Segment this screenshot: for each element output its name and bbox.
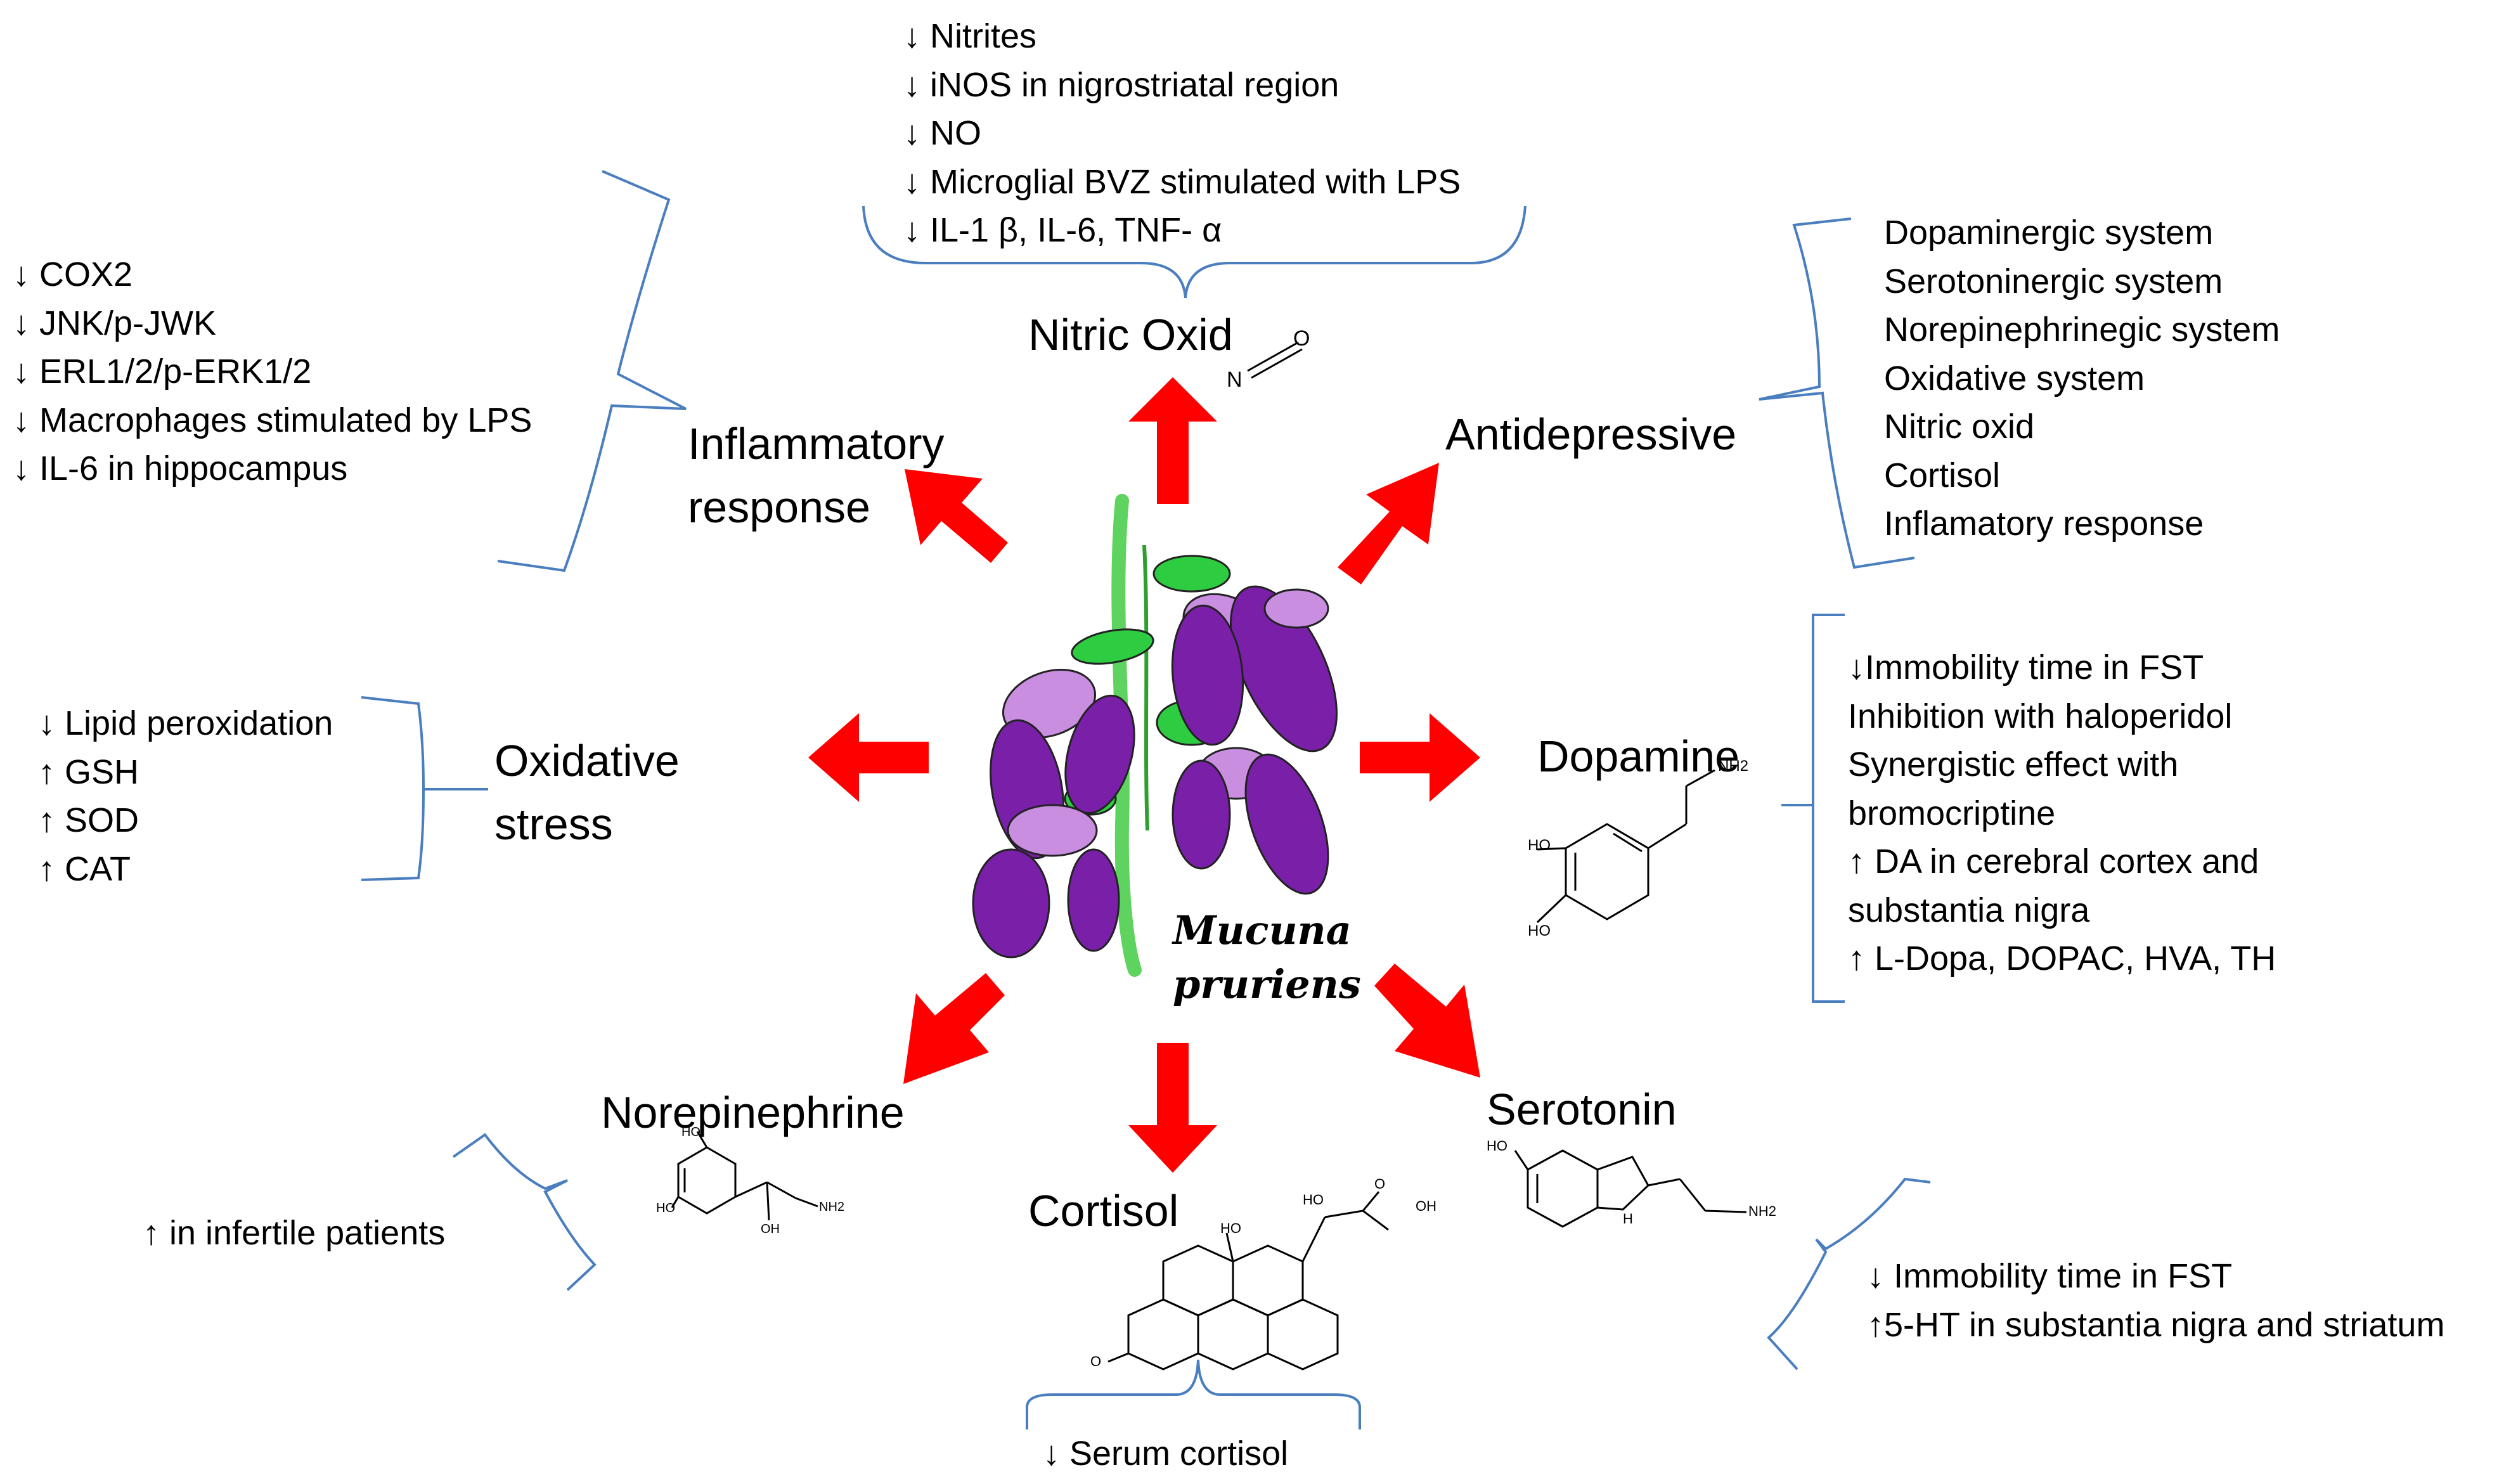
arrow-dopamine <box>1360 713 1480 802</box>
list-item: ↑ in infertile patients <box>143 1214 446 1252</box>
list-item: ↓ IL-6 in hippocampus <box>13 449 348 487</box>
list-item: Inhibition with haloperidol <box>1848 697 2233 735</box>
arrow-norepinephrine <box>903 973 1005 1084</box>
no-molecule-bonds <box>1247 341 1303 379</box>
norepinephrine-title: Norepinephrine <box>601 1088 905 1137</box>
brackets <box>361 170 1931 1429</box>
arrow-serotonin <box>1374 964 1480 1078</box>
oxidative-title-line2: stress <box>494 799 613 849</box>
list-item: Dopaminergic system <box>1884 214 2214 252</box>
list-item: ↓ Immobility time in FST <box>1867 1257 2233 1295</box>
inflammatory-title-line2: response <box>688 482 870 532</box>
antidepressive-title: Antidepressive <box>1445 410 1737 459</box>
list-item: Inflamatory response <box>1884 505 2204 543</box>
species-name-line1: Mucuna <box>1173 907 1352 953</box>
list-item: Cortisol <box>1884 456 2001 494</box>
list-item: Norepinephrinegic system <box>1884 311 2280 349</box>
norepinephrine-structure <box>671 1131 818 1221</box>
arrow-nitric <box>1128 377 1217 504</box>
list-item: ↓ Serum cortisol <box>1043 1435 1289 1473</box>
list-item: Synergistic effect with <box>1848 745 2179 784</box>
list-item: ↓ JNK/p-JWK <box>13 304 217 342</box>
list-item: Nitric oxid <box>1884 408 2035 446</box>
cortisol-effects: ↓ Serum cortisol <box>1043 1429 1288 1478</box>
cortisol-o-label-1: O <box>1374 1176 1386 1192</box>
species-name-line2: pruriens <box>1173 961 1361 1007</box>
bracket-oxidative <box>361 696 488 881</box>
no-nitrogen-atom: N <box>1227 368 1243 392</box>
norepinephrine-oh-label: OH <box>761 1222 780 1236</box>
list-item: ↓Immobility time in FST <box>1848 648 2204 687</box>
bracket-dopamine <box>1781 614 1845 1003</box>
serotonin-title: Serotonin <box>1487 1085 1677 1134</box>
arrow-oxidative <box>808 713 929 802</box>
bracket-antidepressive <box>1759 217 1915 569</box>
list-item: Serotoninergic system <box>1884 262 2223 300</box>
list-item: ↑ L-Dopa, DOPAC, HVA, TH <box>1848 939 2276 978</box>
list-item: ↑5-HT in substantia nigra and striatum <box>1867 1305 2445 1344</box>
list-item: bromocriptine <box>1848 794 2056 832</box>
list-item: ↓ Macrophages stimulated by LPS <box>13 401 533 439</box>
cortisol-ho-label-1: HO <box>1220 1220 1241 1236</box>
list-item: ↑ DA in cerebral cortex and <box>1848 842 2259 881</box>
bracket-nitric <box>862 205 1527 299</box>
list-item: ↑ GSH <box>38 752 139 791</box>
serotonin-effects: ↓ Immobility time in FST ↑5-HT in substa… <box>1867 1252 2444 1349</box>
serotonin-ho-label: HO <box>1487 1138 1507 1154</box>
list-item: ↓ NO <box>903 114 982 152</box>
oxidative-effects: ↓ Lipid peroxidation ↑ GSH ↑ SOD ↑ CAT <box>38 699 333 893</box>
dopamine-structure <box>1536 769 1715 924</box>
list-item: ↓ Microglial BVZ stimulated with LPS <box>903 162 1461 201</box>
bracket-cortisol <box>1026 1359 1361 1429</box>
bracket-norepinephrine <box>452 1133 597 1291</box>
list-item: substantia nigra <box>1848 891 2090 929</box>
dopamine-nh2-label: NH2 <box>1718 758 1749 775</box>
nitric-oxide-title: Nitric Oxid <box>1028 310 1233 359</box>
dopamine-effects: ↓Immobility time in FST Inhibition with … <box>1848 643 2276 983</box>
list-item: ↑ SOD <box>38 801 139 839</box>
cortisol-ho-label-2: HO <box>1303 1192 1324 1208</box>
dopamine-title: Dopamine <box>1537 732 1740 781</box>
list-item: ↑ CAT <box>38 849 131 888</box>
antidepressive-systems: Dopaminergic system Serotoninergic syste… <box>1884 209 2280 548</box>
list-item: ↓ Lipid peroxidation <box>38 704 333 742</box>
list-item: ↓ COX2 <box>13 255 133 294</box>
list-item: ↓ ERL1/2/p-ERK1/2 <box>13 352 312 390</box>
serotonin-structure <box>1514 1149 1747 1228</box>
cortisol-o-label-2: O <box>1090 1353 1102 1369</box>
norepinephrine-nh2-label: NH2 <box>819 1200 845 1214</box>
serotonin-nh2-label: NH2 <box>1748 1203 1777 1219</box>
arrow-cortisol <box>1128 1043 1217 1173</box>
bracket-inflammatory <box>497 170 687 572</box>
no-oxygen-atom: O <box>1293 326 1310 351</box>
list-item: ↓ iNOS in nigrostriatal region <box>903 65 1339 104</box>
nitric-oxide-effects: ↓ Nitrites ↓ iNOS in nigrostriatal regio… <box>903 12 1461 255</box>
list-item: ↓ IL-1 β, IL-6, TNF- α <box>903 211 1222 249</box>
norepinephrine-effects: ↑ in infertile patients <box>143 1209 445 1258</box>
mucuna-plant-illustration <box>972 494 1338 977</box>
bracket-serotonin <box>1767 1177 1931 1371</box>
list-item: Oxidative system <box>1884 359 2145 397</box>
list-item: ↓ Nitrites <box>903 17 1037 55</box>
oxidative-title-line1: Oxidative <box>494 736 680 785</box>
arrow-antidepressive <box>1338 463 1439 584</box>
serotonin-nh-label: H <box>1623 1211 1633 1227</box>
dopamine-ho-label-2: HO <box>1528 922 1551 939</box>
cortisol-structure <box>1107 1191 1389 1371</box>
norepinephrine-ho-label-2: HO <box>656 1201 675 1215</box>
arrow-inflammatory <box>905 469 1008 563</box>
inflammatory-effects: ↓ COX2 ↓ JNK/p-JWK ↓ ERL1/2/p-ERK1/2 ↓ M… <box>13 250 532 493</box>
cortisol-title: Cortisol <box>1028 1186 1179 1236</box>
dopamine-ho-label-1: HO <box>1528 837 1551 854</box>
inflammatory-title-line1: Inflammatory <box>688 419 945 468</box>
arrows <box>808 377 1480 1173</box>
cortisol-oh-label: OH <box>1416 1198 1436 1214</box>
norepinephrine-ho-label-1: HO <box>681 1125 700 1139</box>
